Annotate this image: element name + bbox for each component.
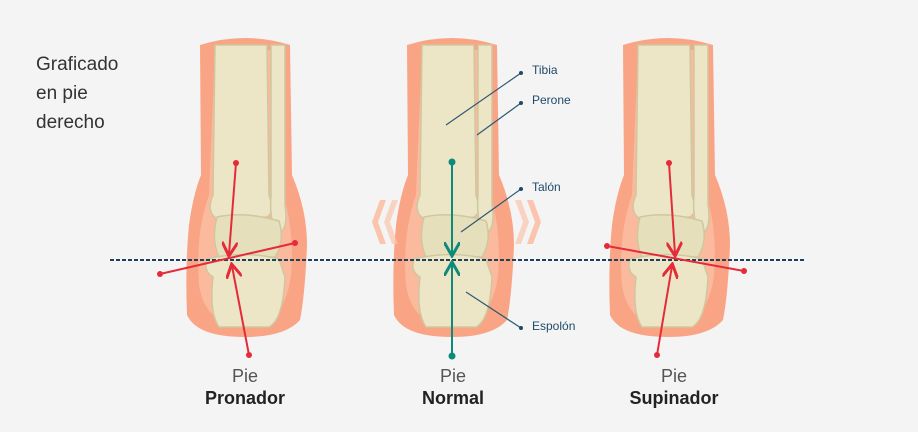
side-note: Graficado en pie derecho — [36, 50, 118, 137]
foot-pronator — [185, 37, 308, 338]
supinator-axis — [604, 160, 747, 358]
label-talon: Talón — [532, 180, 561, 194]
caption-name: Pronador — [204, 388, 285, 408]
side-note-line: Graficado — [36, 54, 119, 75]
caption-prefix: Pie — [231, 366, 258, 386]
caption-normal: Pie Normal — [373, 366, 533, 409]
label-perone: Perone — [532, 93, 571, 107]
side-note-line: derecho — [36, 112, 105, 133]
caption-pronator: Pie Pronador — [165, 366, 325, 409]
caption-name: Supinador — [629, 388, 719, 408]
side-note-line: en pie — [36, 83, 88, 104]
motion-chevron-icon — [372, 200, 541, 244]
caption-prefix: Pie — [439, 366, 466, 386]
leader-lines — [445, 71, 523, 330]
caption-prefix: Pie — [660, 366, 687, 386]
pronator-axis — [157, 160, 298, 358]
foot-normal — [392, 37, 515, 338]
label-espolon: Espolón — [532, 319, 575, 333]
label-tibia: Tibia — [532, 63, 558, 77]
caption-supinator: Pie Supinador — [594, 366, 754, 409]
caption-name: Normal — [421, 388, 484, 408]
normal-axis — [449, 158, 456, 360]
